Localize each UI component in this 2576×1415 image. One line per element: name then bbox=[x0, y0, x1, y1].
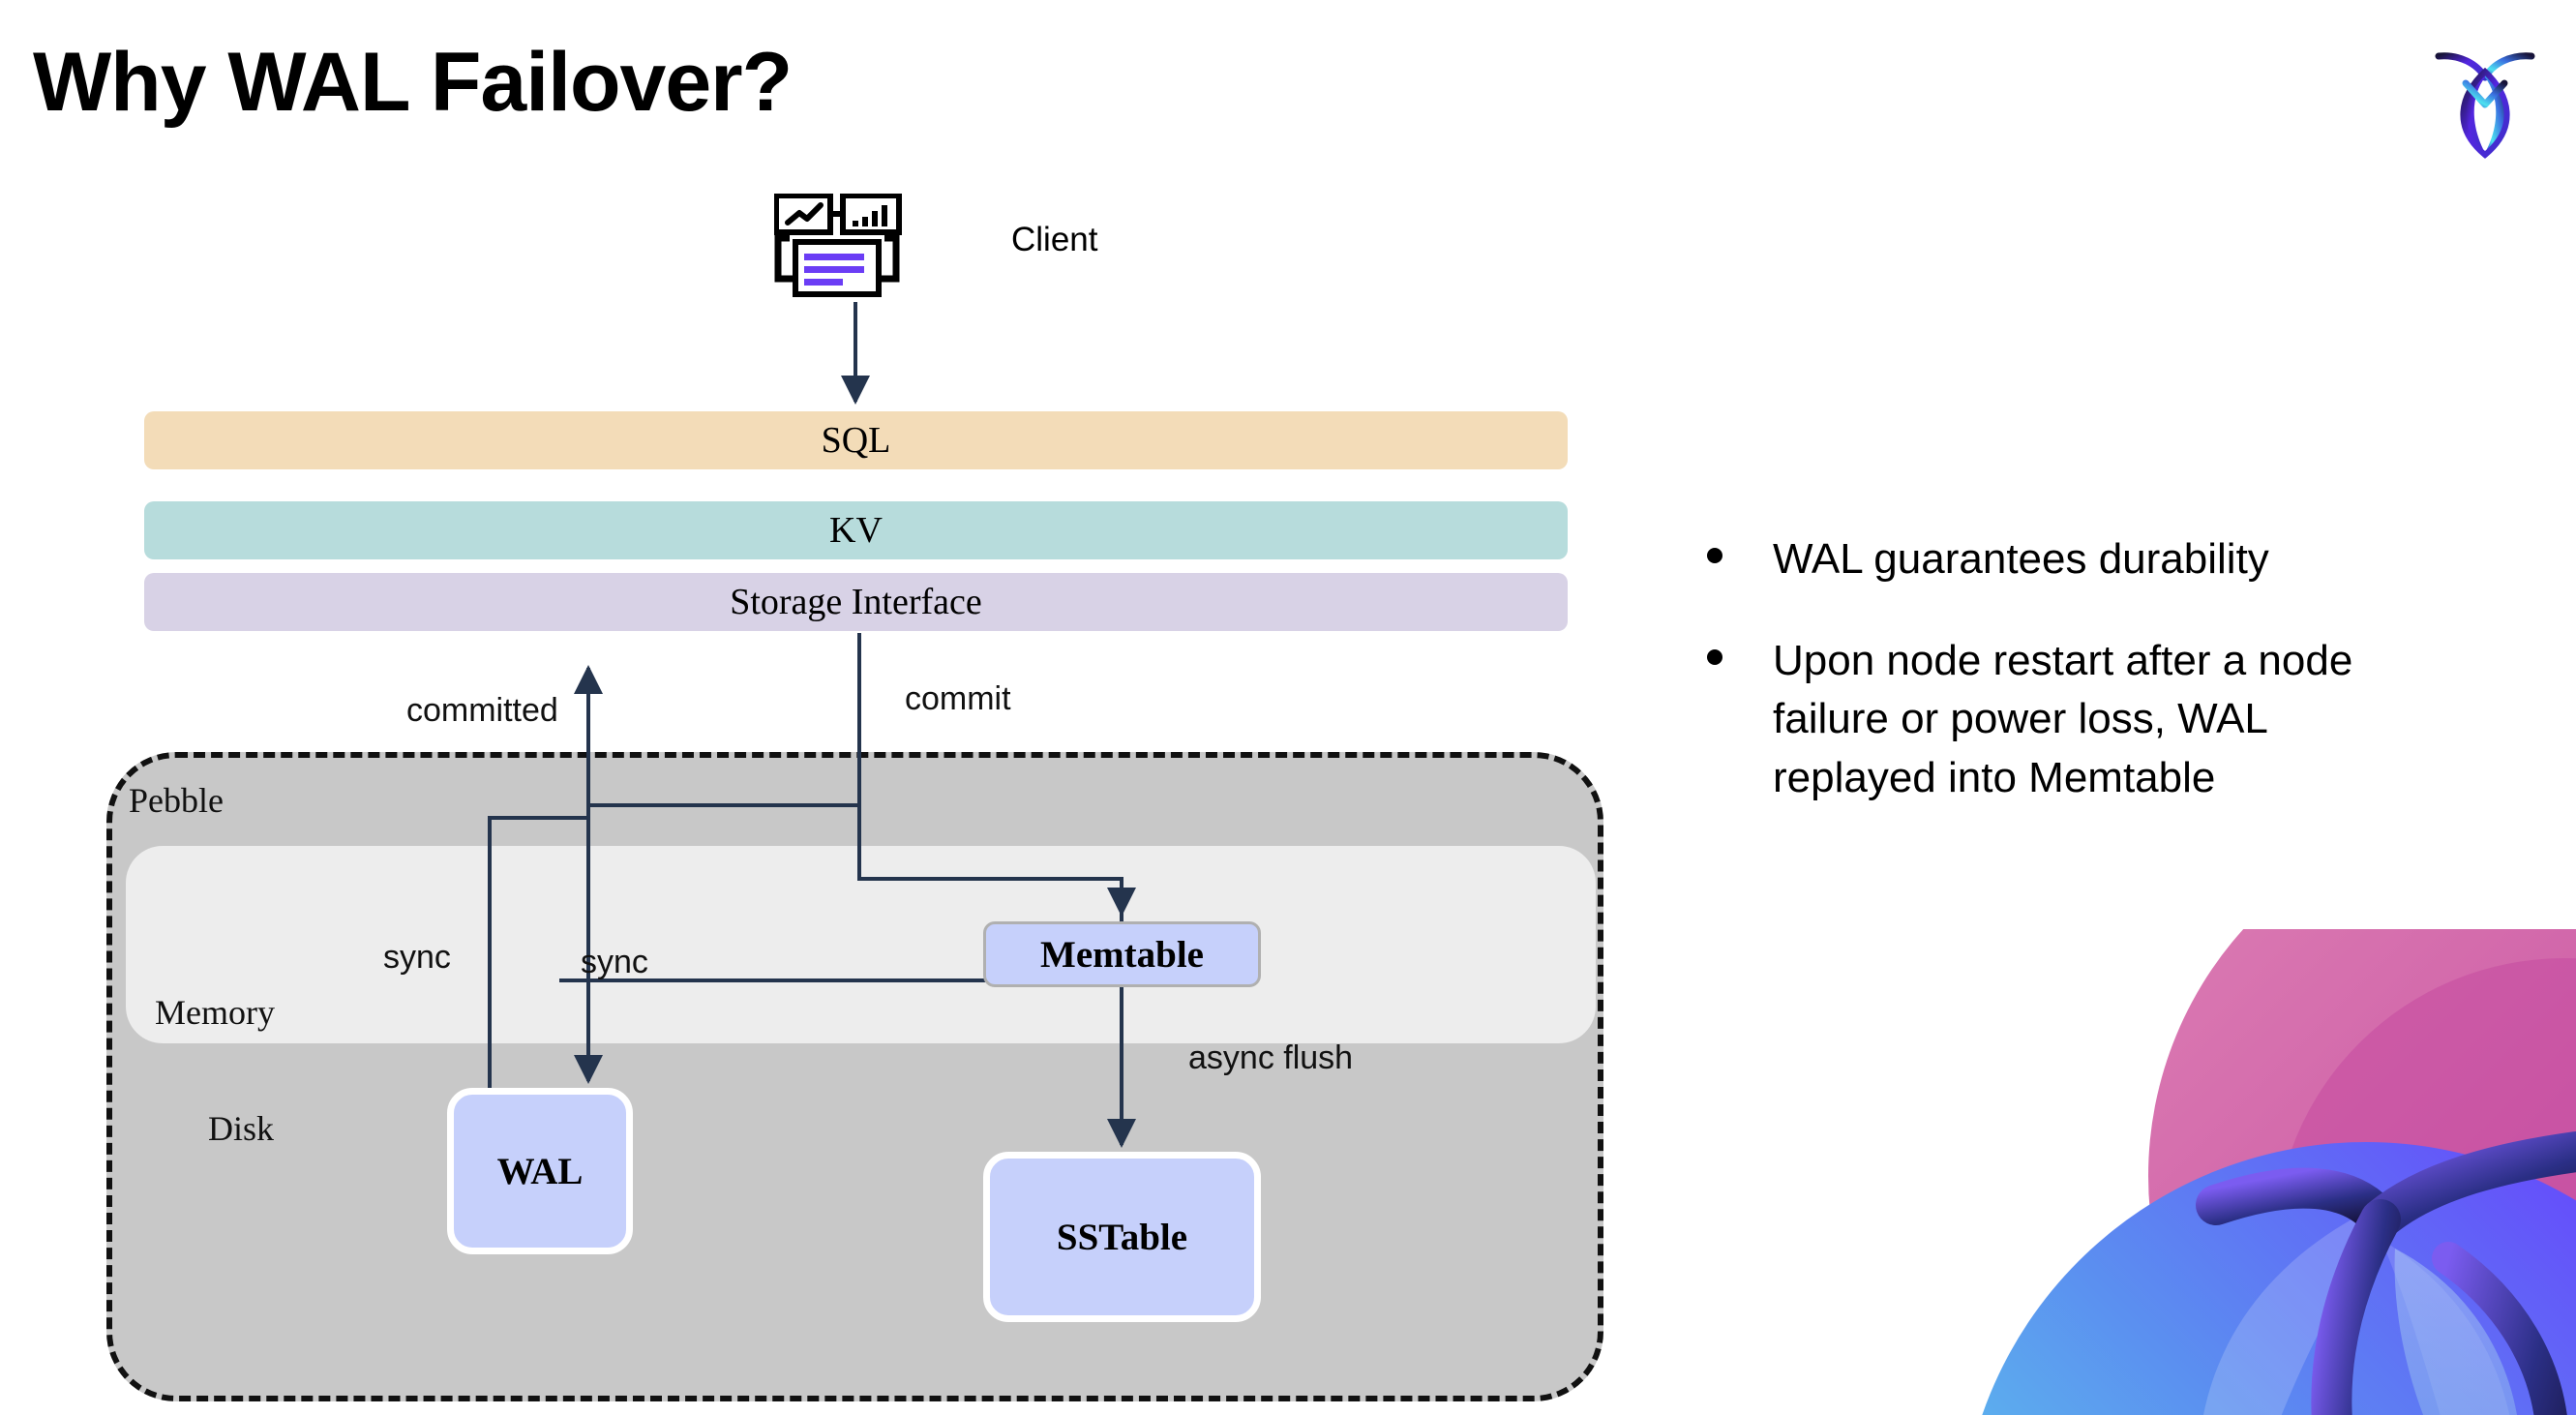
client-dashboard-icon bbox=[773, 193, 929, 300]
cockroach-logo-icon bbox=[2417, 29, 2553, 165]
layer-bar-storage-label: Storage Interface bbox=[730, 582, 982, 622]
node-memtable: Memtable bbox=[983, 921, 1261, 987]
edge-label-commit: commit bbox=[905, 680, 1011, 717]
layer-bar-sql-label: SQL bbox=[821, 420, 891, 461]
node-wal: WAL bbox=[447, 1088, 633, 1254]
bullet-text: Upon node restart after a node failure o… bbox=[1773, 636, 2353, 802]
bullet-dot-icon bbox=[1707, 548, 1722, 563]
list-item: Upon node restart after a node failure o… bbox=[1707, 632, 2481, 808]
node-memtable-label: Memtable bbox=[1040, 933, 1204, 976]
edge-label-sync-right: sync bbox=[581, 944, 648, 980]
page-title: Why WAL Failover? bbox=[33, 36, 793, 129]
bullet-text: WAL guarantees durability bbox=[1773, 535, 2269, 583]
edge-label-committed: committed bbox=[406, 692, 558, 729]
disk-label: Disk bbox=[208, 1109, 275, 1148]
layer-bar-kv-label: KV bbox=[829, 510, 883, 551]
list-item: WAL guarantees durability bbox=[1707, 530, 2481, 589]
edge-label-sync-left: sync bbox=[383, 939, 451, 976]
memory-region bbox=[126, 846, 1596, 1043]
node-sstable: SSTable bbox=[983, 1152, 1261, 1322]
client-label: Client bbox=[1011, 221, 1098, 258]
layer-bar-kv: KV bbox=[144, 501, 1568, 559]
node-wal-label: WAL bbox=[496, 1150, 584, 1192]
pebble-container bbox=[106, 752, 1603, 1401]
layer-bar-sql: SQL bbox=[144, 411, 1568, 469]
cockroach-mark-decoration-icon bbox=[1926, 929, 2576, 1415]
bullet-list: WAL guarantees durability Upon node rest… bbox=[1707, 530, 2481, 851]
node-sstable-label: SSTable bbox=[1056, 1216, 1188, 1258]
edge-label-async-flush: async flush bbox=[1188, 1039, 1354, 1076]
bullet-dot-icon bbox=[1707, 648, 1722, 665]
memory-label: Memory bbox=[155, 993, 275, 1032]
layer-bar-storage-interface: Storage Interface bbox=[144, 573, 1568, 631]
pebble-label: Pebble bbox=[129, 781, 224, 820]
